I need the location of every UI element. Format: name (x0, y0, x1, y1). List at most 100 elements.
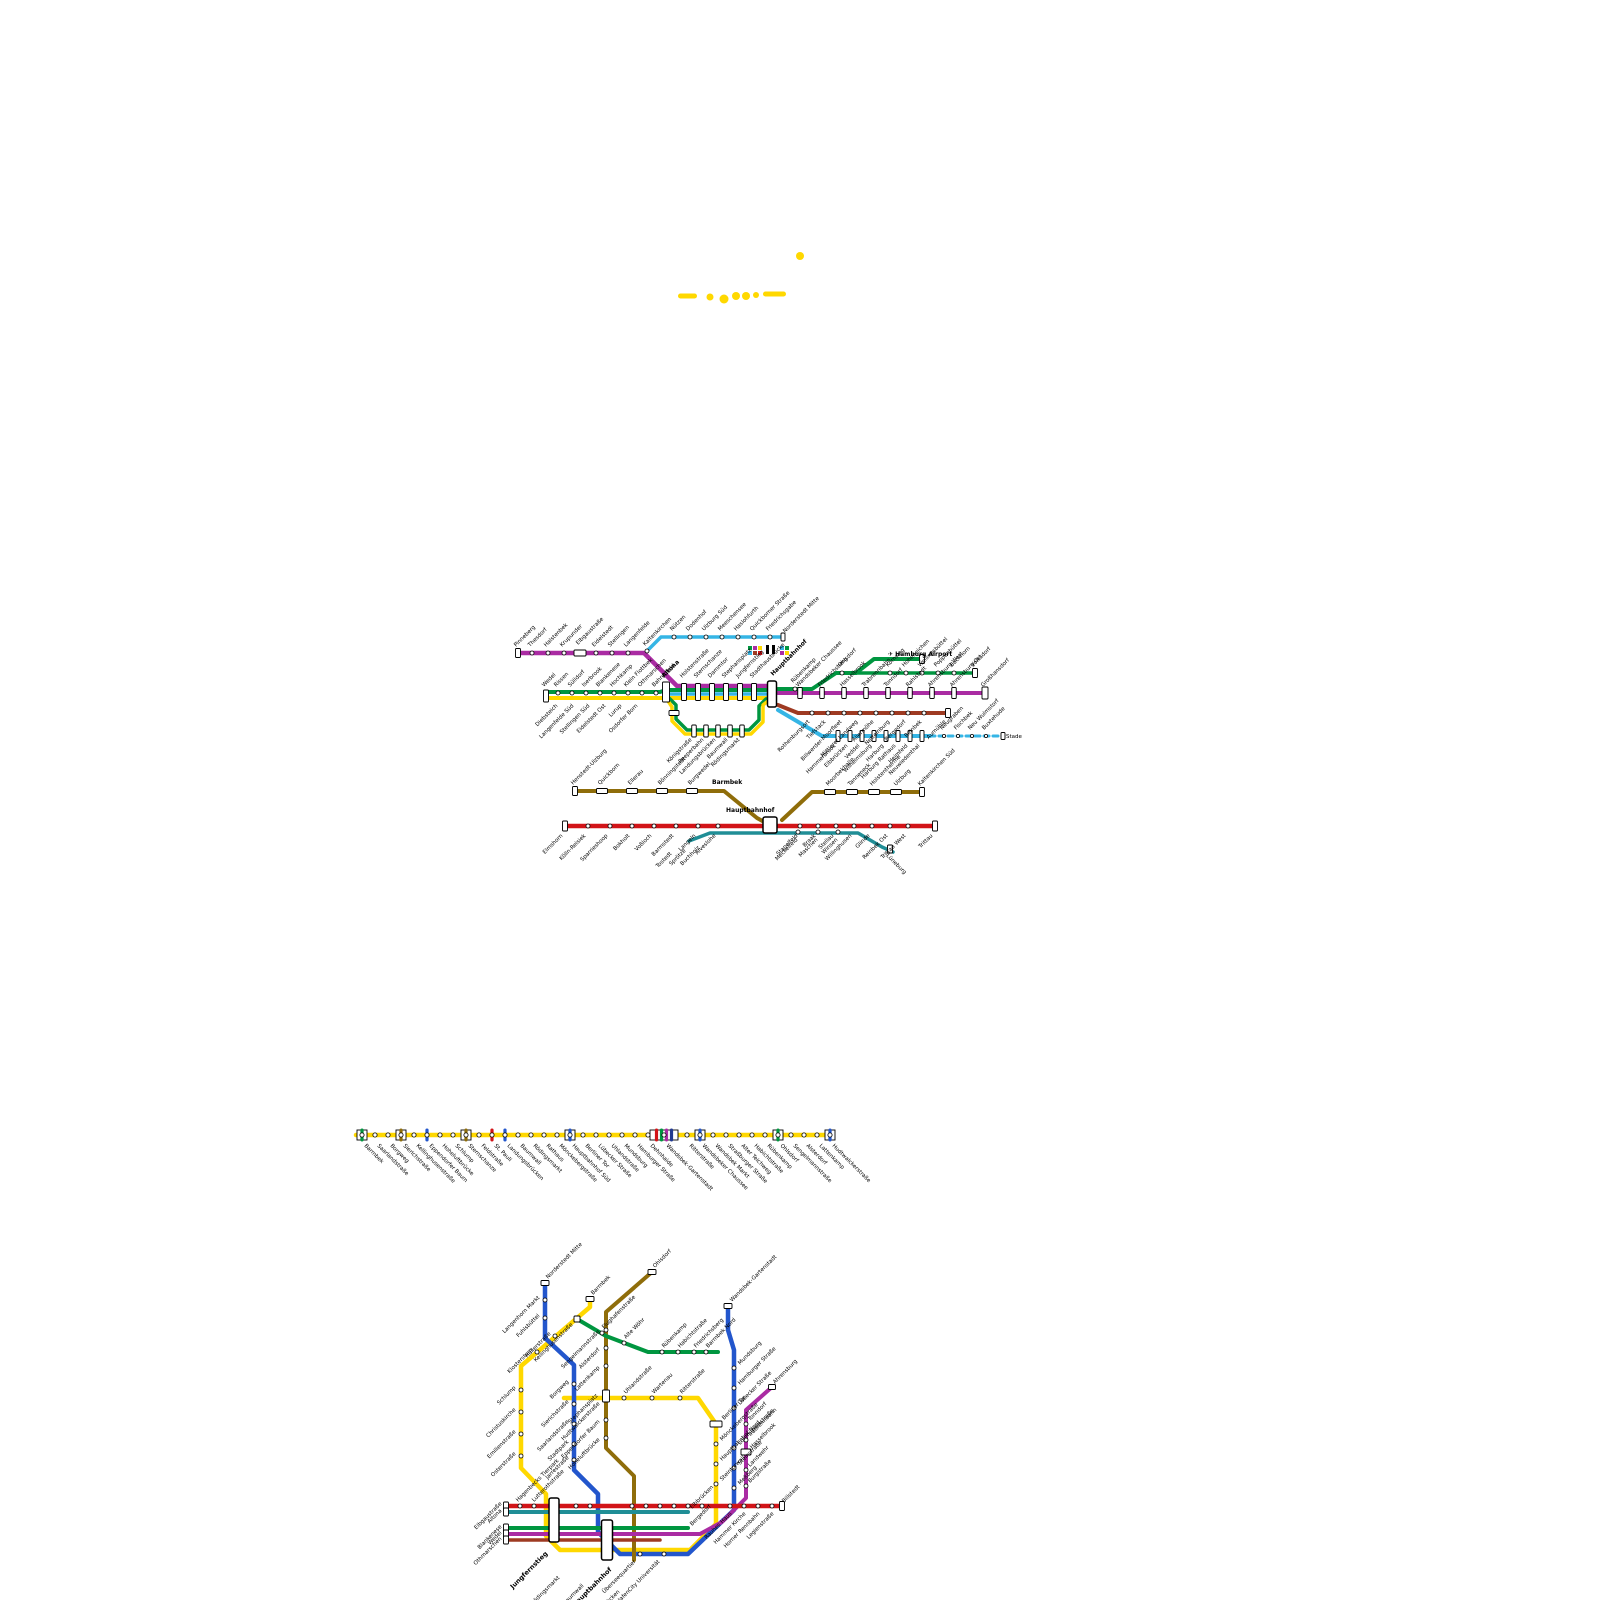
station-box (515, 648, 521, 658)
station-marker (593, 1132, 599, 1138)
transit-line-x-green (575, 1317, 720, 1354)
station-marker (603, 1345, 609, 1351)
station-marker (919, 670, 925, 676)
station-box (573, 649, 587, 657)
station-marker (398, 1132, 404, 1138)
station-box (859, 730, 865, 742)
station-label: Osdorfer Born (608, 703, 640, 735)
station-label: Schlump (496, 1385, 517, 1406)
station-box (835, 730, 841, 742)
transfer-tick (659, 1128, 664, 1142)
station-box (932, 820, 938, 832)
station-marker (597, 690, 603, 696)
station-label: Großhansdorf (980, 657, 1012, 689)
station-marker (825, 710, 831, 716)
station-marker (571, 1421, 577, 1427)
station-box (846, 789, 858, 795)
station-label: Wandsbek-Gartenstadt (729, 1254, 779, 1304)
station-box (572, 786, 578, 796)
station-box (695, 683, 701, 701)
station-marker (489, 1132, 495, 1138)
station-marker (815, 829, 821, 835)
station-marker (903, 670, 909, 676)
station-box (573, 1315, 581, 1323)
station-marker (710, 1132, 716, 1138)
fragment-dot (719, 294, 729, 304)
station-marker (502, 1132, 508, 1138)
station-box (885, 687, 891, 699)
station-marker (603, 1363, 609, 1369)
station-box (929, 687, 935, 699)
station-marker (609, 650, 615, 656)
station-marker (571, 1441, 577, 1447)
station-box (981, 686, 989, 700)
station-marker (741, 1503, 747, 1509)
station-marker (541, 1132, 547, 1138)
station-box (751, 683, 757, 701)
station-marker (699, 1503, 705, 1509)
interchange-box (548, 1497, 560, 1543)
station-box (819, 687, 825, 699)
station-marker (554, 1132, 560, 1138)
station-label: Kaltenkirchen Süd (917, 748, 957, 788)
legend-swatch (748, 646, 752, 650)
station-marker (545, 650, 551, 656)
station-marker (632, 1132, 638, 1138)
legend-swatch (753, 651, 757, 655)
station-marker (450, 1132, 456, 1138)
legend-swatch (748, 651, 752, 655)
transfer-tick (664, 1128, 669, 1142)
station-marker (569, 690, 575, 696)
legend-swatch (785, 646, 789, 650)
station-marker (833, 823, 839, 829)
station-marker (841, 710, 847, 716)
station-marker (645, 1132, 651, 1138)
station-marker (743, 1483, 749, 1489)
station-marker (611, 690, 617, 696)
station-box (887, 844, 893, 854)
station-marker (935, 670, 941, 676)
station-marker (685, 1503, 691, 1509)
station-box (715, 724, 721, 738)
station-box (703, 724, 709, 738)
station-box (727, 724, 733, 738)
station-marker (905, 710, 911, 716)
station-marker (889, 710, 895, 716)
station-label: ✈ Hamburg Airport (888, 651, 952, 658)
station-marker (518, 1409, 524, 1415)
station-marker (727, 1503, 733, 1509)
station-marker (518, 1431, 524, 1437)
station-marker (673, 823, 679, 829)
fragment-dot (706, 293, 714, 301)
station-marker (518, 1387, 524, 1393)
legend-swatch (753, 646, 757, 650)
station-box (739, 724, 745, 738)
station-box (779, 1501, 785, 1511)
station-marker (703, 634, 709, 640)
station-marker (372, 1132, 378, 1138)
station-marker (723, 1132, 729, 1138)
station-label: Tonndorf (882, 667, 905, 690)
station-marker (814, 1132, 820, 1138)
station-marker (851, 823, 857, 829)
station-marker (657, 1503, 663, 1509)
station-marker (743, 1467, 749, 1473)
station-marker (555, 690, 561, 696)
station-marker (795, 829, 801, 835)
station-box (847, 730, 853, 742)
station-marker (651, 823, 657, 829)
station-label: Barmbek (712, 779, 743, 786)
station-box (662, 681, 670, 703)
station-box (562, 820, 568, 832)
station-marker (587, 1503, 593, 1509)
station-marker (625, 650, 631, 656)
transit-line-east-maroon (776, 703, 950, 715)
station-marker (629, 1503, 635, 1509)
station-label: Eidelstedt Ost (576, 703, 608, 735)
station-label: Ahrensburg (772, 1359, 799, 1386)
station-marker (815, 823, 821, 829)
station-marker (661, 1551, 667, 1557)
station-marker (411, 1132, 417, 1138)
